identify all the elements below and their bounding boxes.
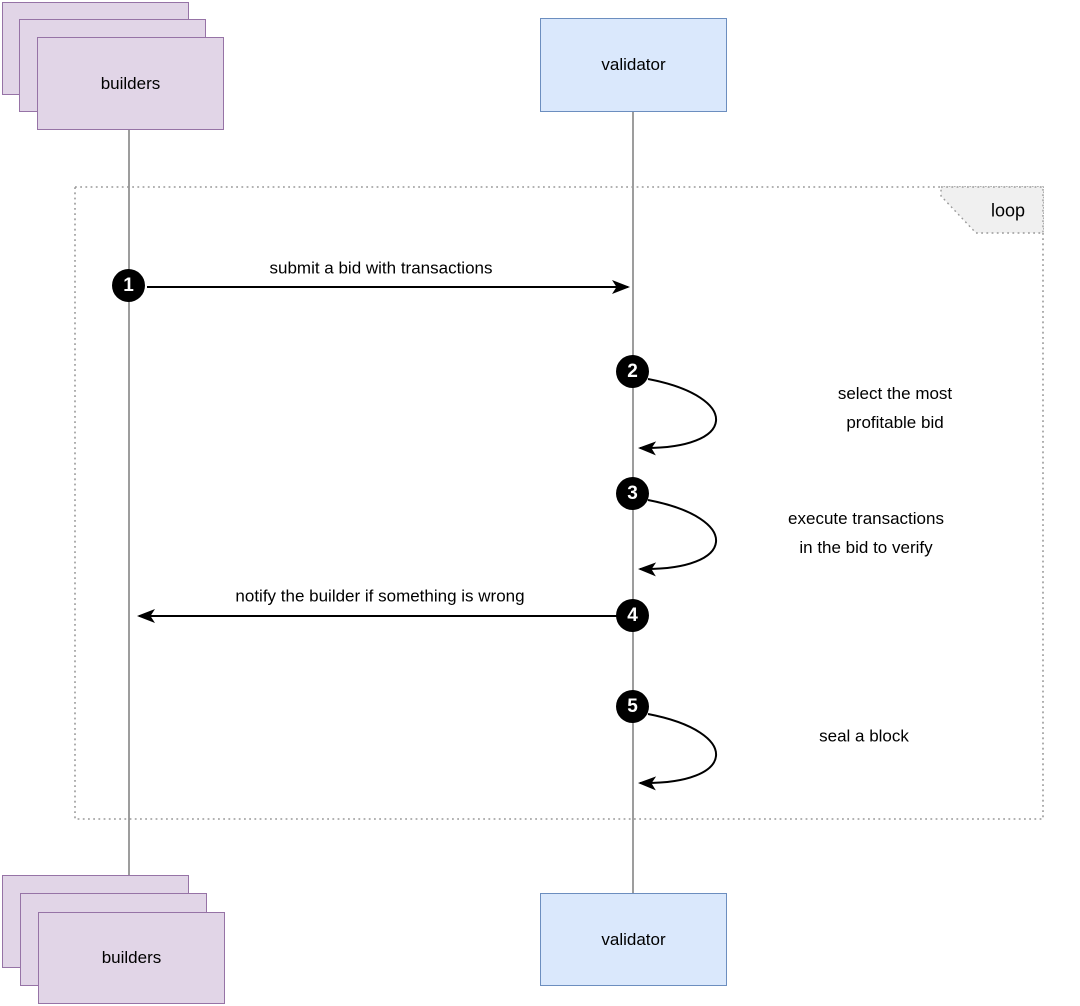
- loop-fragment-label: loop: [990, 200, 1026, 221]
- step-5-label: seal a block: [819, 726, 909, 746]
- validator-box-bottom: validator: [540, 893, 727, 986]
- step-1-label: submit a bid with transactions: [269, 258, 493, 278]
- step-3-label: execute transactions in the bid to verif…: [788, 509, 944, 557]
- validator-box-top: validator: [540, 18, 727, 112]
- self-message-arc-3: [638, 499, 717, 577]
- builders-box-top-front: builders: [37, 37, 224, 130]
- self-message-arc-2: [638, 378, 717, 456]
- step-3-marker: 3: [616, 477, 649, 510]
- loop-label-shape: [940, 186, 1044, 234]
- builders-top-label: builders: [100, 73, 161, 93]
- validator-top-label: validator: [601, 55, 666, 74]
- step-4-label: notify the builder if something is wrong: [235, 586, 525, 606]
- step-5-marker: 5: [616, 690, 649, 723]
- builders-bottom-label: builders: [101, 948, 162, 967]
- step-1-marker: 1: [112, 269, 145, 302]
- step-2-marker: 2: [616, 355, 649, 388]
- step-4-marker: 4: [616, 599, 649, 632]
- validator-bottom-label: validator: [601, 929, 666, 949]
- step-2-label: select the most profitable bid: [837, 384, 953, 432]
- loop-frame-border: [74, 186, 1044, 820]
- builders-box-bottom-front: builders: [38, 912, 225, 1004]
- self-message-arc-5: [638, 713, 717, 791]
